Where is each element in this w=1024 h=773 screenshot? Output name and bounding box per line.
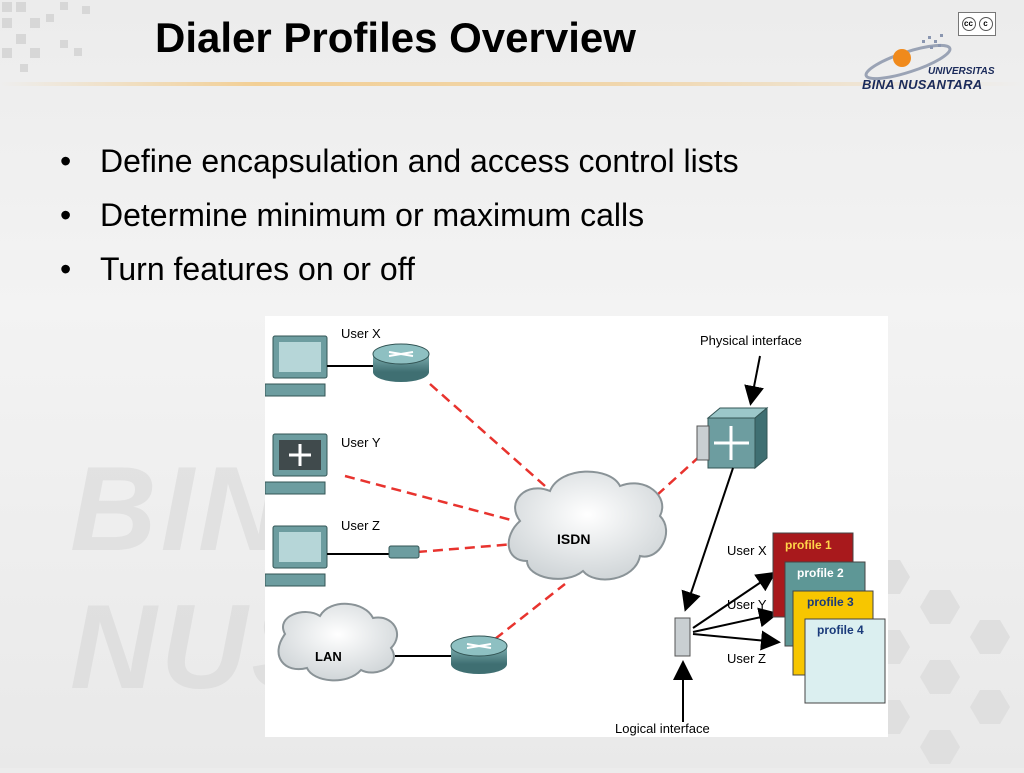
profile-3-label: profile 3: [807, 595, 854, 609]
cc-nc-icon: c: [978, 17, 993, 31]
cc-icon: cc: [961, 17, 976, 31]
physical-interface-label: Physical interface: [700, 333, 802, 348]
router-lan-icon: [450, 635, 508, 674]
bullet-item: • Define encapsulation and access control…: [60, 134, 739, 188]
bullet-text: Turn features on or off: [100, 251, 415, 287]
profile-4-card: [804, 618, 886, 704]
profile-1-label: profile 1: [785, 538, 832, 552]
bullet-text: Determine minimum or maximum calls: [100, 197, 645, 233]
user-x-label: User X: [341, 326, 381, 341]
bullet-item: • Determine minimum or maximum calls: [60, 188, 739, 242]
lan-cloud: [277, 602, 451, 682]
logical-interface-label: Logical interface: [615, 721, 710, 736]
logical-interface-box: [674, 617, 691, 657]
physical-interface-arrow: [744, 355, 764, 406]
slide-title: Dialer Profiles Overview: [155, 14, 636, 61]
pc-user-y-icon: [264, 433, 328, 495]
logo-line-1: UNIVERSITAS: [928, 66, 995, 77]
isdn-label: ISDN: [557, 531, 590, 547]
router-user-x-icon: [372, 343, 430, 382]
profile-user-y-label: User Y: [727, 597, 767, 612]
logo-line-2: BINA NUSANTARA: [862, 77, 983, 92]
bullet-text: Define encapsulation and access control …: [100, 143, 739, 179]
profile-user-x-label: User X: [727, 543, 767, 558]
isdn-cloud: [507, 470, 667, 581]
bullet-dot: •: [60, 143, 72, 179]
profile-arrow-z: [692, 630, 781, 651]
bullet-item: • Turn features on or off: [60, 242, 739, 296]
user-y-label: User Y: [341, 435, 381, 450]
bullet-list: • Define encapsulation and access control…: [60, 134, 739, 296]
bullet-dot: •: [60, 251, 72, 287]
creative-commons-badge: cc c: [958, 12, 996, 36]
user-z-label: User Z: [341, 518, 380, 533]
profile-stack: profile 1 profile 2 profile 3 profile 4: [772, 532, 886, 704]
isdn-switch-icon: [696, 406, 769, 470]
corner-decoration: [0, 0, 100, 85]
dial-lines: [344, 383, 701, 640]
profile-user-z-label: User Z: [727, 651, 766, 666]
pc-user-z-icon: [264, 525, 420, 587]
profile-2-label: profile 2: [797, 566, 844, 580]
lan-label: LAN: [315, 649, 342, 664]
physical-to-logical-arrow: [681, 467, 734, 612]
pc-user-x-icon: [264, 335, 373, 397]
profile-arrow-x: [692, 571, 777, 629]
title-underline: [0, 82, 1024, 86]
university-logo: [864, 34, 952, 81]
profile-arrow-y: [692, 607, 779, 633]
bullet-dot: •: [60, 197, 72, 233]
dialer-profile-diagram: LAN ISDN User X User Y User Z Physical i…: [264, 316, 888, 737]
profile-4-label: profile 4: [817, 623, 864, 637]
